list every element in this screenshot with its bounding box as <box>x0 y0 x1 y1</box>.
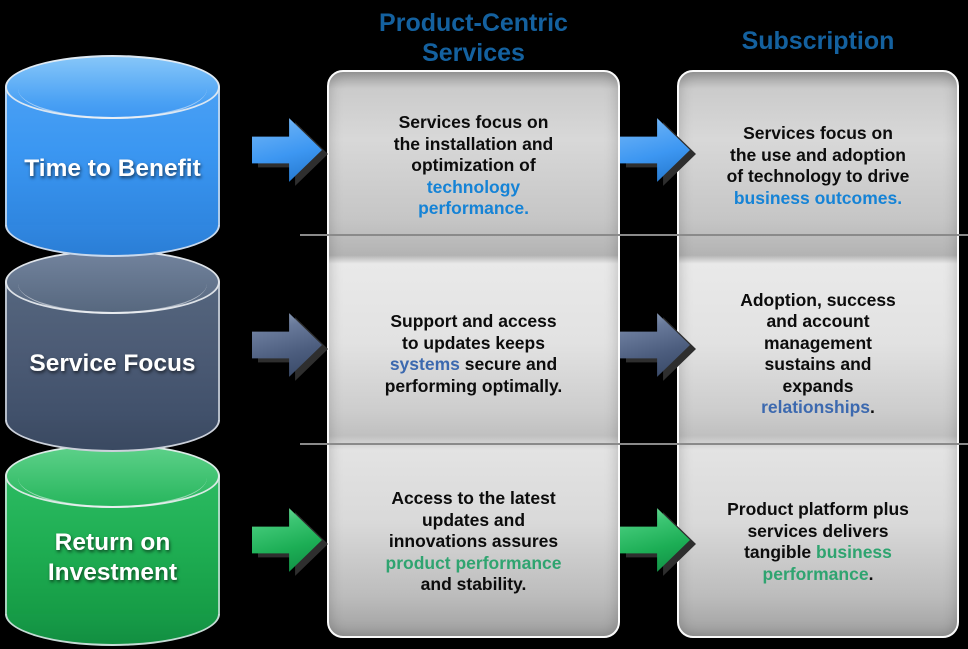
cylinder-label: Service Focus <box>29 350 196 377</box>
cell-text-highlight: business outcomes. <box>733 187 903 208</box>
right-arrow-icon <box>252 113 322 187</box>
right-arrow-icon <box>620 503 690 577</box>
cell-text-highlight: systems <box>389 354 460 374</box>
row-divider-line <box>300 234 968 236</box>
right-arrow-shape <box>620 508 690 572</box>
cell-text-highlight: relationships <box>761 397 871 417</box>
cell-text: Services focus on the use and adoption o… <box>727 123 910 209</box>
product-centric-services-column: Services focus on the installation and o… <box>327 70 620 638</box>
cell-text-plain: Support and access to updates keeps <box>390 311 557 353</box>
cell-product-centric-service-focus: Support and access to updates keeps syst… <box>329 260 618 448</box>
right-arrow-icon <box>252 308 322 382</box>
cell-text-highlight: product performance <box>385 552 562 573</box>
cylinder-return-on-investment: Return on Investment <box>5 444 220 646</box>
cylinder-rim-arc <box>17 59 208 119</box>
cell-product-centric-return-on-investment: Access to the latest updates and innovat… <box>329 448 618 636</box>
cell-text: Access to the latest updates and innovat… <box>386 488 562 596</box>
cylinder-rim-arc <box>17 254 208 314</box>
cell-text: Adoption, success and account management… <box>740 290 896 419</box>
right-arrow-shape <box>620 313 690 377</box>
cell-text-plain: Services focus on the installation and o… <box>393 112 554 176</box>
cell-subscription-service-focus: Adoption, success and account management… <box>679 260 957 448</box>
subscription-column: Services focus on the use and adoption o… <box>677 70 959 638</box>
cell-text-highlight: technology performance. <box>418 176 529 219</box>
cell-subscription-time-to-benefit: Services focus on the use and adoption o… <box>679 72 957 260</box>
cylinder-time-to-benefit: Time to Benefit <box>5 55 220 257</box>
cylinder-label: Return on Investment <box>47 529 178 586</box>
cell-text: Services focus on the installation and o… <box>394 112 553 220</box>
row-divider-line <box>300 443 968 445</box>
cell-text-plain: secure and performing optimally. <box>384 354 563 396</box>
column-header-subscription: Subscription <box>741 27 895 55</box>
cell-product-centric-time-to-benefit: Services focus on the installation and o… <box>329 72 618 260</box>
cell-text-plain: Services focus on the use and adoption o… <box>726 123 910 186</box>
cell-text: Support and access to updates keeps syst… <box>385 311 563 397</box>
cell-text-plain: . <box>868 563 874 584</box>
cell-text-plain: Access to the latest updates and innovat… <box>388 488 559 552</box>
right-arrow-shape <box>252 508 322 572</box>
cell-text-plain: Product platform plus services delivers … <box>727 499 909 562</box>
cell-subscription-return-on-investment: Product platform plus services delivers … <box>679 448 957 636</box>
right-arrow-icon <box>620 308 690 382</box>
cylinder-label: Time to Benefit <box>24 155 201 182</box>
cell-text-plain: and stability. <box>420 574 527 595</box>
right-arrow-shape <box>620 118 690 182</box>
column-header-product-centric-services: Product-Centric Services <box>379 9 568 67</box>
cell-text-plain: Adoption, success and account management… <box>740 289 896 396</box>
cell-text: Product platform plus services delivers … <box>727 499 909 585</box>
right-arrow-icon <box>252 503 322 577</box>
right-arrow-shape <box>252 313 322 377</box>
right-arrow-shape <box>252 118 322 182</box>
cylinder-rim-arc <box>17 448 208 508</box>
cell-text-highlight: business performance <box>762 542 892 584</box>
cell-text-plain: . <box>870 397 875 417</box>
right-arrow-icon <box>620 113 690 187</box>
cylinder-service-focus: Service Focus <box>5 250 220 452</box>
